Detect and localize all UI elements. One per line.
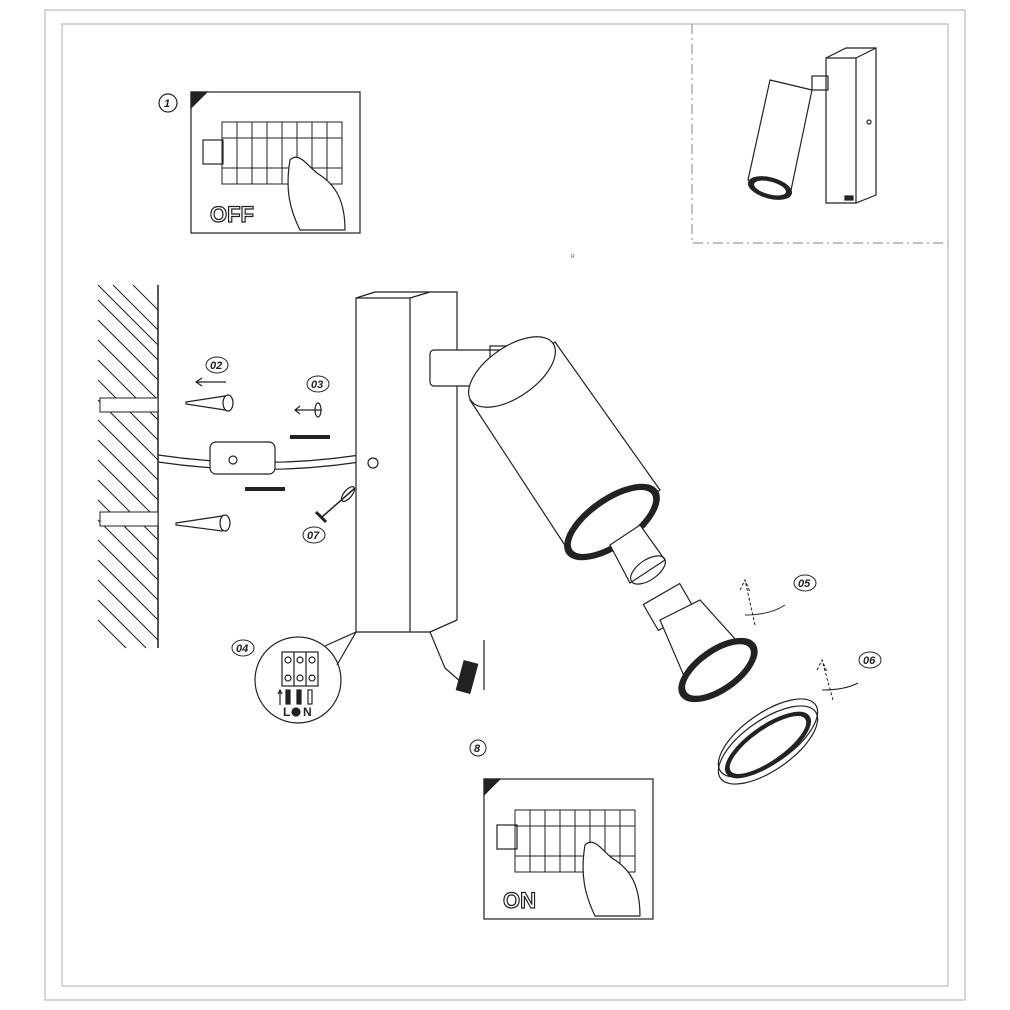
product-view-border bbox=[691, 24, 948, 244]
cover-ring bbox=[717, 698, 819, 785]
step-2-label: 02 bbox=[210, 360, 222, 372]
cable-connector bbox=[157, 441, 361, 475]
step-1-label: 1 bbox=[164, 98, 170, 110]
wall-lamp-body bbox=[355, 291, 511, 695]
step-7-label: 07 bbox=[307, 530, 320, 542]
outer-frame bbox=[44, 9, 966, 1001]
rotation-arrows bbox=[739, 578, 859, 701]
live-label: L bbox=[283, 705, 290, 719]
inner-frame bbox=[61, 23, 949, 987]
step-3-label: 03 bbox=[311, 379, 323, 391]
on-label: ON bbox=[503, 888, 536, 913]
product-thumbnail bbox=[747, 47, 877, 204]
marker-label: R bbox=[571, 254, 575, 260]
wall bbox=[97, 284, 159, 649]
step-8-label: 8 bbox=[474, 743, 481, 755]
step-8-breaker-on: ON bbox=[483, 778, 654, 920]
wiring-detail: L N bbox=[254, 631, 357, 724]
gu10-bulb bbox=[642, 582, 758, 703]
off-label: OFF bbox=[210, 202, 254, 227]
step-5-label: 05 bbox=[798, 578, 811, 590]
neutral-label: N bbox=[303, 705, 312, 719]
wall-plugs-screws bbox=[175, 377, 356, 532]
step-1-breaker-off: 1 OFF bbox=[158, 91, 361, 234]
spotlight-head bbox=[468, 336, 666, 585]
step-6-label: 06 bbox=[863, 655, 876, 667]
step-4-label: 04 bbox=[236, 643, 248, 655]
